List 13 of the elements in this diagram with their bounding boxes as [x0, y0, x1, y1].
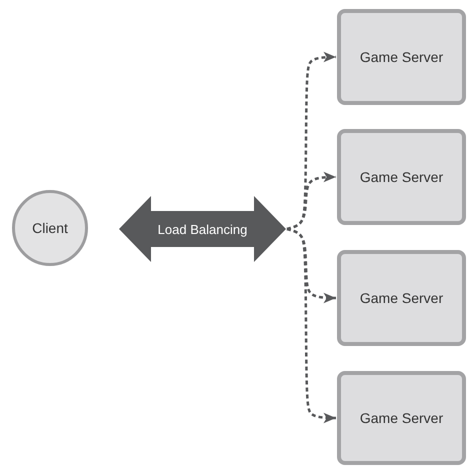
node-label: Game Server — [360, 49, 444, 65]
double-arrow-shape — [119, 196, 286, 262]
server-box — [337, 371, 466, 465]
dotted-arrow — [286, 172, 336, 230]
node-label: Game Server — [360, 290, 444, 306]
node-label: Game Server — [360, 169, 444, 185]
node-label: Client — [32, 220, 68, 236]
node-label: Game Server — [360, 410, 444, 426]
server-box — [337, 250, 466, 346]
server-box — [337, 9, 466, 105]
server-box — [337, 129, 466, 225]
arrow-label: Load Balancing — [158, 222, 248, 236]
dotted-arrow — [286, 228, 336, 424]
